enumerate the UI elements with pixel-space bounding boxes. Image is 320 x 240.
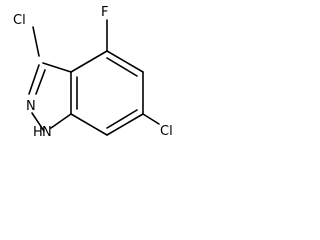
indazole-structure: Cl F N H N Cl bbox=[13, 5, 173, 139]
chlorine-3-label: Cl bbox=[13, 13, 26, 28]
nitrogen-1-label: N bbox=[42, 125, 52, 139]
bond-c3-n2-double-outer bbox=[28, 64, 40, 95]
hydrogen-1-label: H bbox=[33, 125, 43, 139]
structure-canvas: Cl F N H N Cl bbox=[0, 0, 184, 139]
bond-c6-c7-double-inner bbox=[106, 109, 138, 129]
bond-c4-c5-double-inner bbox=[106, 57, 138, 77]
chlorine-6-label: Cl bbox=[160, 124, 173, 139]
bond-c4-c5 bbox=[106, 50, 144, 73]
bond-c7-c7a bbox=[70, 113, 108, 136]
bond-n1-c7a bbox=[50, 113, 72, 129]
bond-n2-n1 bbox=[31, 112, 45, 132]
bond-c3-c3a bbox=[42, 62, 72, 73]
nitrogen-2-label: N bbox=[26, 99, 36, 114]
bond-c6-cl bbox=[142, 113, 160, 125]
bond-c3a-c4 bbox=[70, 50, 108, 73]
bond-c6-c7 bbox=[106, 113, 144, 136]
fluorine-4-label: F bbox=[101, 5, 108, 20]
bond-c3-cl bbox=[32, 26, 40, 57]
bond-c3-n2-double-inner bbox=[35, 69, 46, 95]
